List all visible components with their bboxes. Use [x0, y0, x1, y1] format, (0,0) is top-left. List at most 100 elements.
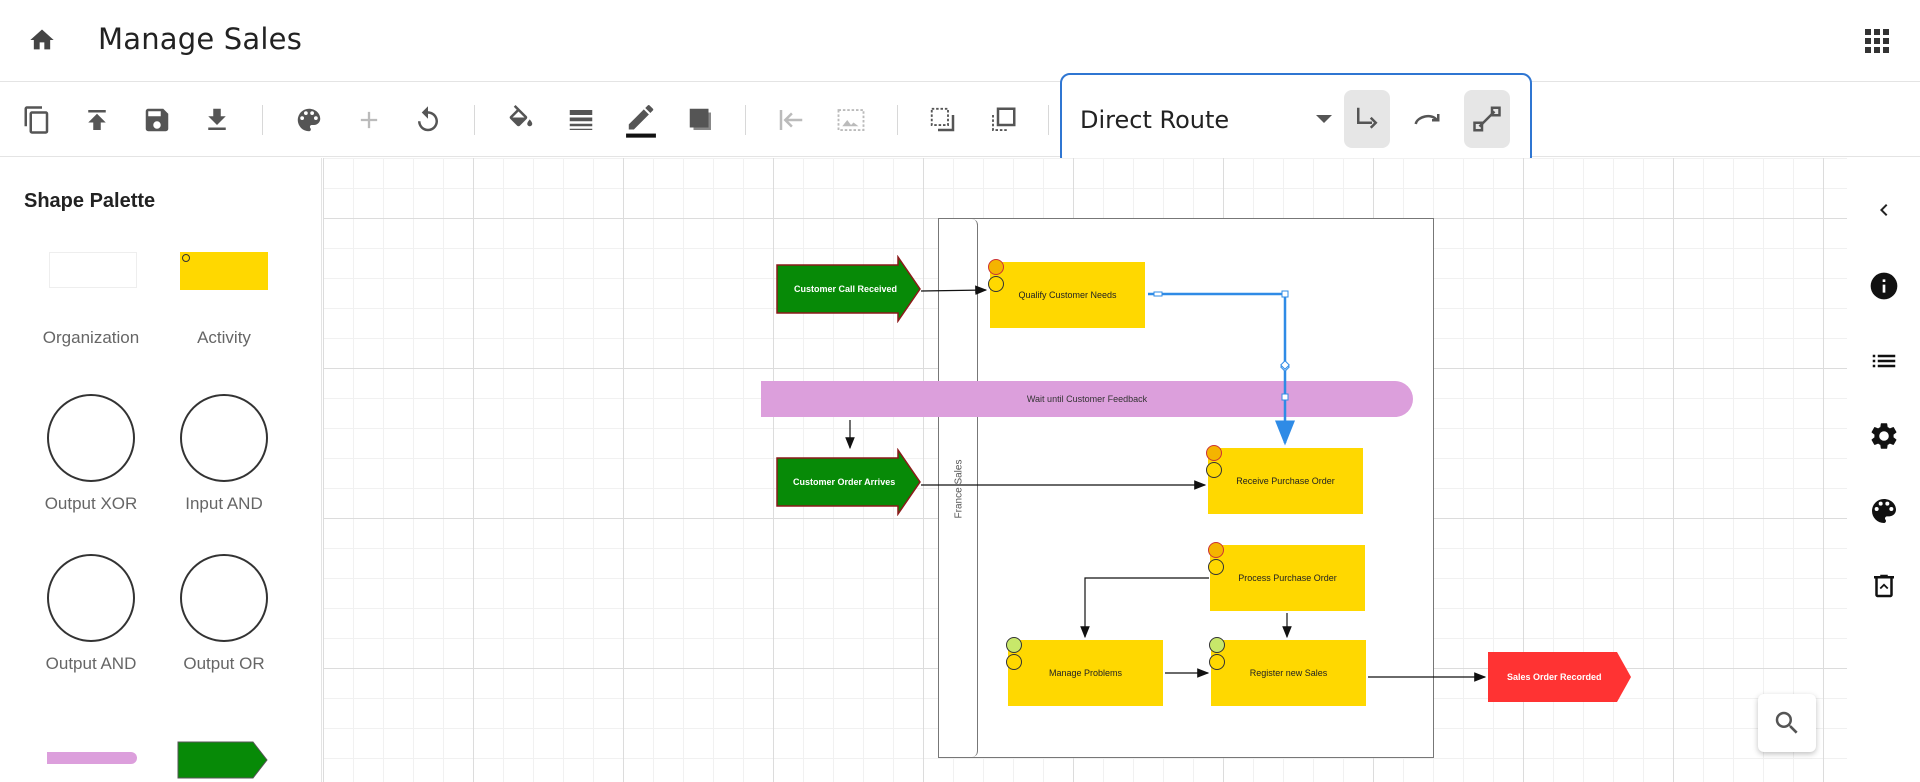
- output-xor-shape-preview: [47, 394, 135, 482]
- background-image-button[interactable]: [831, 100, 871, 140]
- event-label: Customer Call Received: [794, 284, 898, 294]
- send-back-button[interactable]: [923, 100, 963, 140]
- shape-label: Output AND: [45, 654, 137, 673]
- page-title: Manage Sales: [98, 22, 302, 56]
- direct-route-button[interactable]: [1464, 90, 1510, 148]
- home-button[interactable]: [22, 22, 62, 58]
- shape-organization[interactable]: Organization: [26, 252, 156, 372]
- event-label: Customer Order Arrives: [793, 477, 896, 487]
- shape-wait[interactable]: [26, 740, 156, 770]
- download-button[interactable]: [197, 100, 237, 140]
- role-icon: [1209, 637, 1225, 653]
- activity-markers: [1208, 542, 1226, 576]
- delete-button[interactable]: [1864, 566, 1904, 606]
- event-label: Sales Order Recorded: [1507, 672, 1602, 682]
- system-icon: [1208, 559, 1224, 575]
- bring-front-button[interactable]: [983, 100, 1023, 140]
- toolbar-divider: [262, 105, 263, 135]
- activity-manage-problems[interactable]: Manage Problems: [1006, 637, 1163, 706]
- collapse-panel-button[interactable]: [1864, 190, 1904, 230]
- search-icon: [1775, 711, 1798, 734]
- shape-label: Input AND: [185, 494, 263, 513]
- role-icon: [1208, 542, 1224, 558]
- swimlane-header[interactable]: France Sales: [939, 219, 978, 757]
- elbow-route-button[interactable]: [1344, 90, 1390, 148]
- settings-icon: [1871, 423, 1897, 449]
- shape-palette: Shape Palette Organization Activity Outp…: [0, 158, 322, 782]
- activity-shape-preview: [180, 252, 268, 290]
- shape-output-or[interactable]: Output OR: [159, 554, 289, 678]
- activity-marker-icon: [182, 254, 190, 262]
- diagram-canvas[interactable]: France Sales Customer Call Received Cust…: [323, 158, 1847, 782]
- send-back-icon: [930, 107, 955, 132]
- upload-button[interactable]: [77, 100, 117, 140]
- elbow-route-icon: [1357, 107, 1378, 129]
- role-icon: [1006, 637, 1022, 653]
- line-color-button[interactable]: [621, 100, 661, 140]
- shadow-icon: [689, 108, 711, 130]
- wait-customer-feedback[interactable]: Wait until Customer Feedback: [761, 381, 1413, 417]
- palette-icon: [1872, 499, 1896, 523]
- activity-label: Manage Problems: [1048, 668, 1123, 678]
- event-sales-order-recorded[interactable]: [1487, 648, 1633, 706]
- role-icon: [1206, 445, 1222, 461]
- info-button[interactable]: [1864, 266, 1904, 306]
- theme-button[interactable]: [289, 100, 329, 140]
- route-type-select[interactable]: Direct Route: [1080, 99, 1340, 141]
- wait-shape-preview: [47, 752, 137, 764]
- paint-bucket-icon: [509, 105, 533, 127]
- theme-panel-button[interactable]: [1864, 491, 1904, 531]
- input-and-shape-preview: [180, 394, 268, 482]
- output-or-shape-preview: [180, 554, 268, 642]
- activity-label: Register new Sales: [1249, 668, 1328, 678]
- image-icon: [837, 109, 865, 131]
- shape-output-xor[interactable]: Output XOR: [26, 394, 156, 518]
- chevron-down-icon: [1316, 115, 1332, 123]
- system-icon: [1006, 654, 1022, 670]
- event-customer-order-arrives[interactable]: [776, 448, 922, 516]
- output-and-shape-preview: [47, 554, 135, 642]
- align-left-button[interactable]: [771, 100, 811, 140]
- system-icon: [988, 276, 1004, 292]
- fill-color-button[interactable]: [501, 100, 541, 140]
- save-button[interactable]: [137, 100, 177, 140]
- plus-icon: [360, 111, 378, 129]
- line-style-button[interactable]: [561, 100, 601, 140]
- activity-process-purchase-order[interactable]: Process Purchase Order: [1208, 542, 1365, 611]
- event-customer-call-received[interactable]: [776, 255, 922, 323]
- zoom-button[interactable]: [1758, 694, 1816, 752]
- list-icon: [1872, 354, 1896, 368]
- direct-route-icon: [1473, 106, 1501, 132]
- curved-route-button[interactable]: [1404, 90, 1450, 148]
- shape-label: Output XOR: [44, 494, 138, 513]
- toolbar-divider: [745, 105, 746, 135]
- app-header: Manage Sales: [0, 0, 1920, 82]
- activity-markers: [988, 259, 1006, 293]
- list-button[interactable]: [1864, 341, 1904, 381]
- activity-receive-purchase-order[interactable]: Receive Purchase Order: [1206, 445, 1363, 514]
- shape-output-and[interactable]: Output AND: [26, 554, 156, 678]
- route-select-value: Direct Route: [1080, 106, 1230, 134]
- shadow-button[interactable]: [681, 100, 721, 140]
- settings-button[interactable]: [1864, 416, 1904, 456]
- delete-icon: [1874, 574, 1894, 598]
- shape-event[interactable]: [159, 740, 289, 782]
- shape-activity[interactable]: Activity: [159, 252, 289, 372]
- palette-title: Shape Palette: [24, 190, 156, 212]
- organization-shape-preview: [49, 252, 137, 288]
- toolbar: [0, 83, 1920, 157]
- toolbar-divider: [474, 105, 475, 135]
- shape-input-and[interactable]: Input AND: [159, 394, 289, 518]
- copy-button[interactable]: [17, 100, 57, 140]
- activity-markers: [1209, 637, 1227, 671]
- add-button[interactable]: [349, 100, 389, 140]
- activity-register-new-sales[interactable]: Register new Sales: [1209, 637, 1366, 706]
- pencil-icon: [626, 105, 656, 138]
- system-icon: [1209, 654, 1225, 670]
- activity-qualify-customer-needs[interactable]: Qualify Customer Needs: [988, 259, 1145, 328]
- activity-label: Process Purchase Order: [1238, 573, 1337, 583]
- activity-label: Qualify Customer Needs: [1018, 290, 1117, 300]
- apps-button[interactable]: [1862, 26, 1892, 56]
- event-shape-preview: [177, 741, 268, 779]
- undo-button[interactable]: [408, 100, 448, 140]
